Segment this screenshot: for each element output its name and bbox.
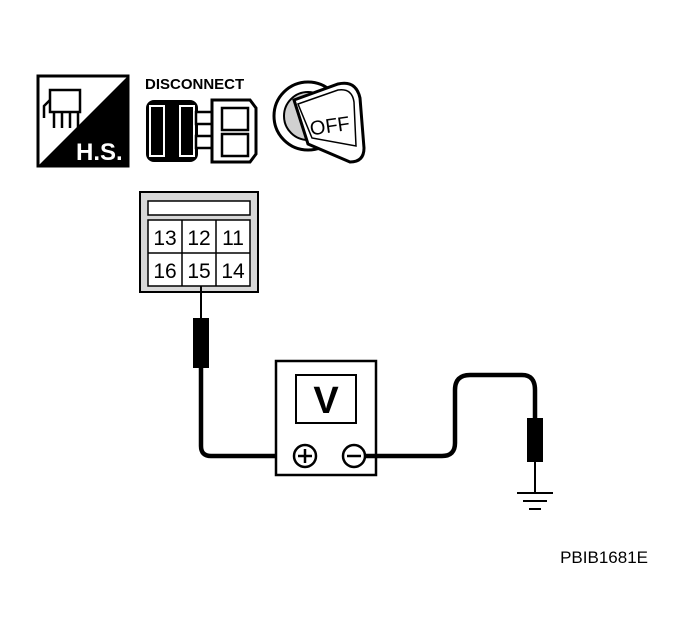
disconnect-icon: DISCONNECT — [145, 76, 258, 164]
negative-test-lead — [365, 372, 543, 493]
pin-12: 12 — [187, 227, 210, 250]
pin-14: 14 — [221, 260, 245, 283]
ground-icon — [517, 492, 553, 510]
pin-15: 15 — [187, 260, 210, 283]
harness-side-label: H.S. — [76, 139, 123, 166]
positive-terminal — [292, 443, 318, 469]
pin-13: 13 — [153, 227, 176, 250]
voltmeter: V — [274, 359, 378, 477]
connector: 13 12 11 16 15 14 — [139, 191, 259, 293]
negative-terminal — [341, 443, 367, 469]
meter-display: V — [313, 380, 339, 422]
figure-id: PBIB1681E — [560, 548, 648, 567]
positive-test-lead — [193, 286, 292, 459]
disconnect-label: DISCONNECT — [145, 76, 244, 93]
harness-side-icon: H.S. — [36, 74, 130, 168]
pin-11: 11 — [222, 227, 244, 250]
pin-16: 16 — [153, 260, 176, 283]
ignition-key-off-icon: OFF — [272, 80, 366, 164]
